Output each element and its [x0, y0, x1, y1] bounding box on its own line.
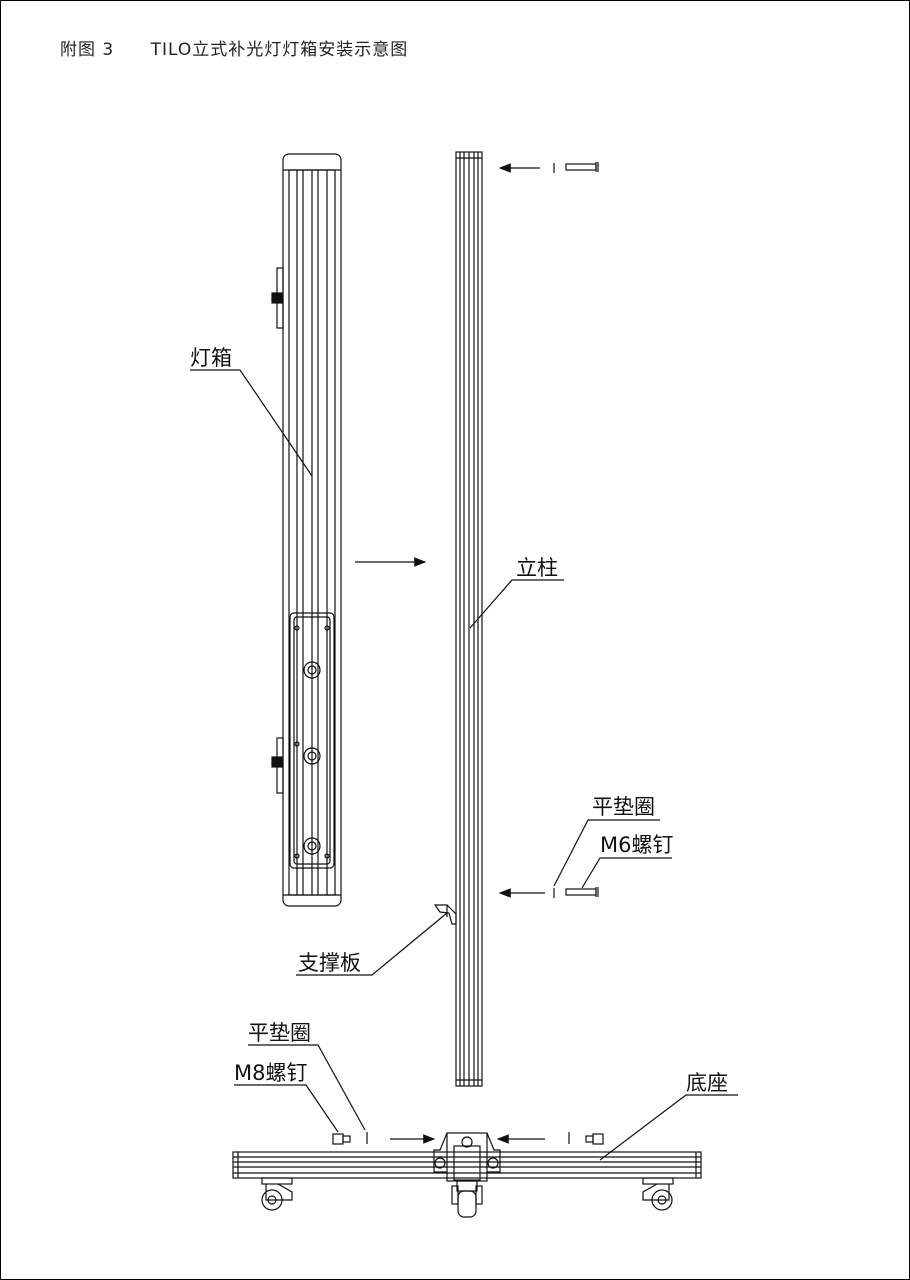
m6-screw-assembly [498, 887, 599, 898]
figure-number: 附图 3 [60, 40, 115, 60]
top-screw-assembly [498, 162, 599, 173]
label-column: 立柱 [516, 556, 558, 580]
base [232, 1132, 702, 1218]
label-m6-screw: M6螺钉 [600, 833, 673, 857]
figure-title: TILO立式补光灯灯箱安装示意图 [150, 40, 409, 60]
label-flat-washer-top: 平垫圈 [592, 795, 655, 819]
figure-caption: 附图 3 TILO立式补光灯灯箱安装示意图 [60, 35, 408, 60]
label-base: 底座 [686, 1071, 728, 1095]
m8-screw-assembly [332, 1132, 604, 1145]
support-plate [433, 904, 457, 925]
leader-lines [190, 369, 738, 1161]
label-light-box: 灯箱 [190, 346, 232, 370]
label-flat-washer-bottom: 平垫圈 [248, 1021, 311, 1045]
light-box [271, 153, 342, 907]
label-m8-screw: M8螺钉 [234, 1061, 307, 1085]
label-support-plate: 支撑板 [298, 951, 361, 975]
